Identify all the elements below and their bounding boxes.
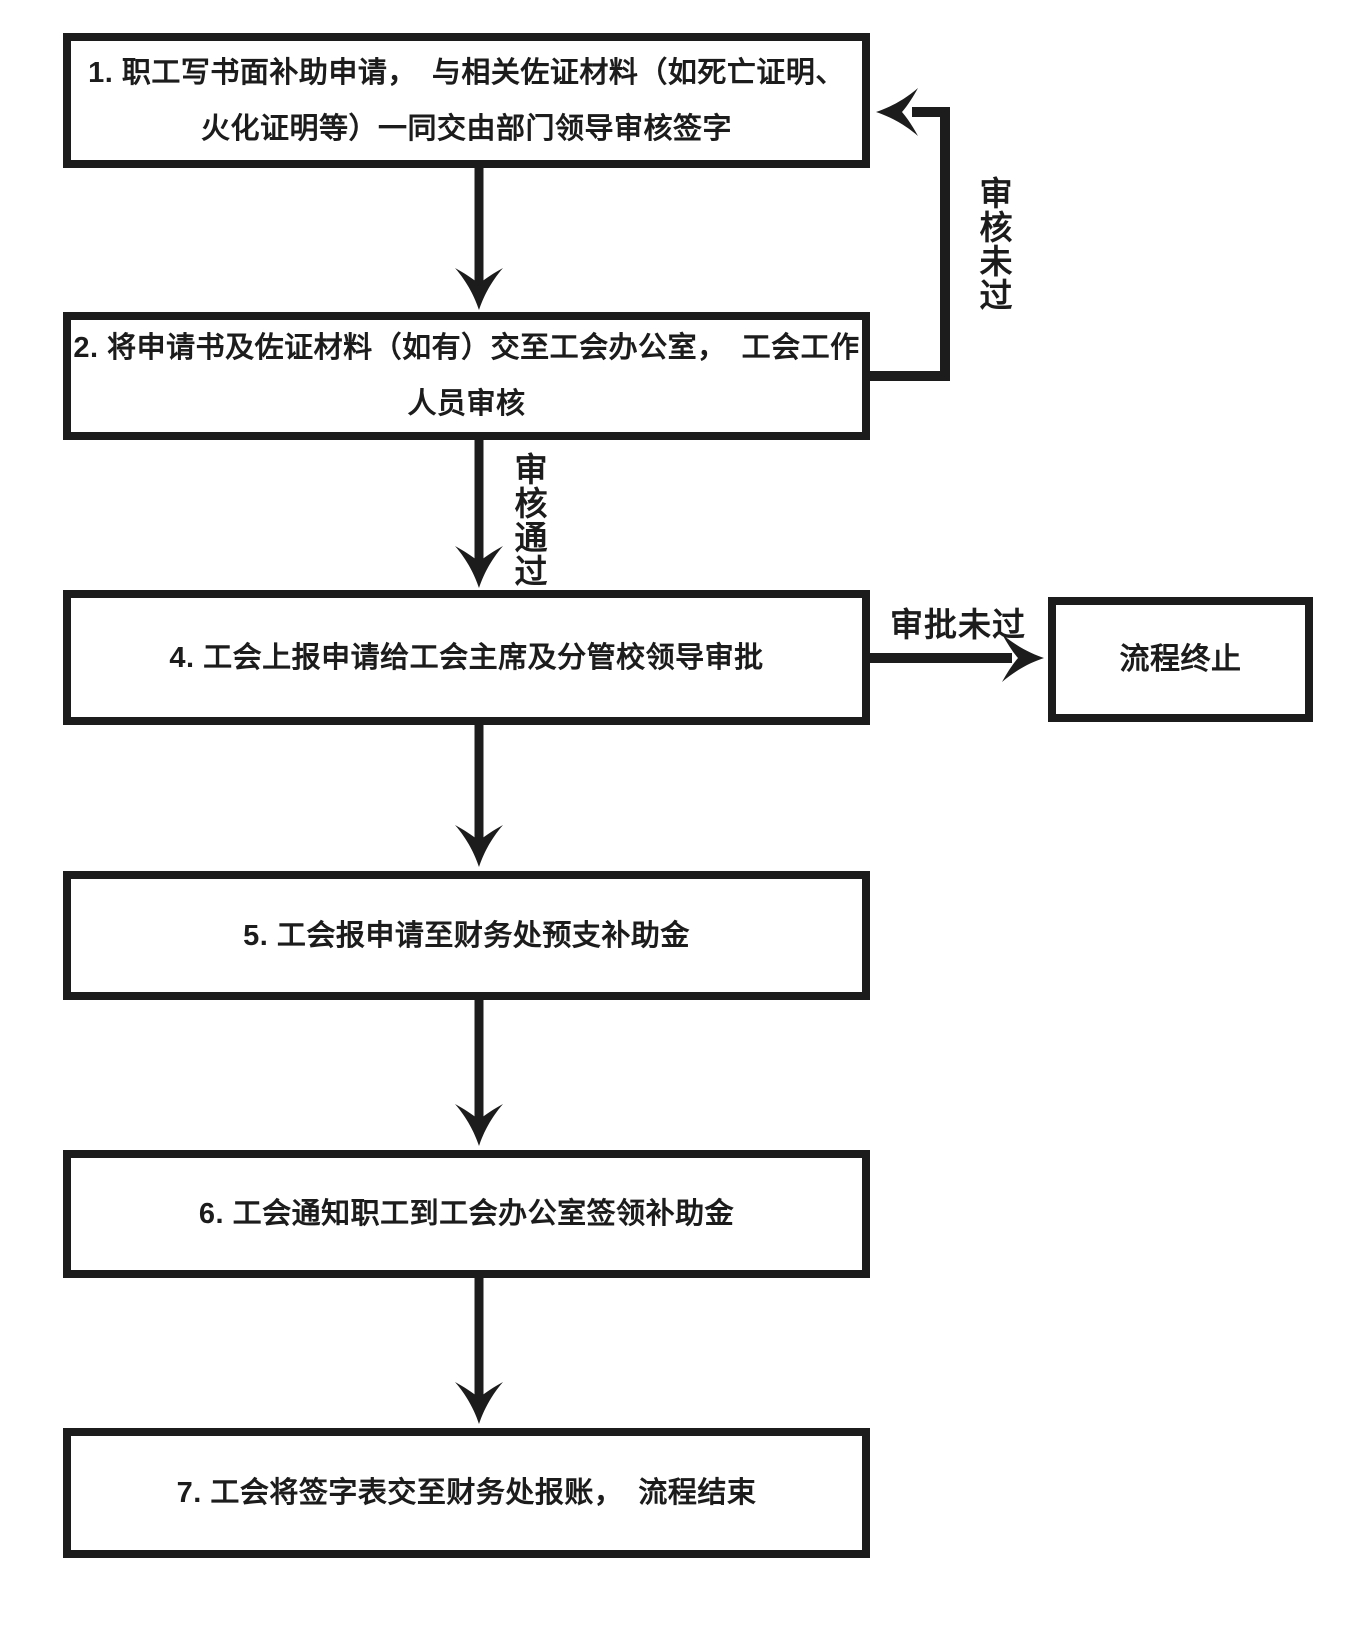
node-step4-line1: 4. 工会上报申请给工会主席及分管校领导审批 [169,641,764,674]
node-step7-line1: 7. 工会将签字表交至财务处报账， 流程结束 [176,1477,757,1509]
node-step1-line1: 1. 职工写书面补助申请， 与相关佐证材料（如死亡证明、 [88,56,845,89]
node-terminate-label: 流程终止 [1119,642,1242,676]
node-step5-line1: 5. 工会报申请至财务处预支补助金 [243,919,690,952]
node-step6-line1: 6. 工会通知职工到工会办公室签领补助金 [198,1198,735,1230]
node-step1: 1. 职工写书面补助申请， 与相关佐证材料（如死亡证明、 火化证明等）一同交由部… [63,33,870,168]
edge-label-review-failed: 审核未过 [975,176,1012,312]
node-step5: 5. 工会报申请至财务处预支补助金 [63,871,870,1000]
node-terminate: 流程终止 [1048,597,1313,722]
node-step7: 7. 工会将签字表交至财务处报账， 流程结束 [63,1428,870,1558]
edge-label-approval-failed: 审批未过 [890,606,1026,643]
node-step1-line2: 火化证明等）一同交由部门领导审核签字 [200,112,732,145]
node-step6: 6. 工会通知职工到工会办公室签领补助金 [63,1150,870,1278]
feedback-arrow-step2-to-step1 [866,107,950,381]
node-step2-line2: 人员审核 [407,388,526,420]
node-step4: 4. 工会上报申请给工会主席及分管校领导审批 [63,590,870,725]
node-step2-line1: 2. 将申请书及佐证材料（如有）交至工会办公室， 工会工作 [73,332,860,364]
edge-label-review-passed: 审核通过 [510,452,547,588]
arrowhead-step2-to-step1 [876,88,918,136]
node-step2: 2. 将申请书及佐证材料（如有）交至工会办公室， 工会工作 人员审核 [63,312,870,440]
